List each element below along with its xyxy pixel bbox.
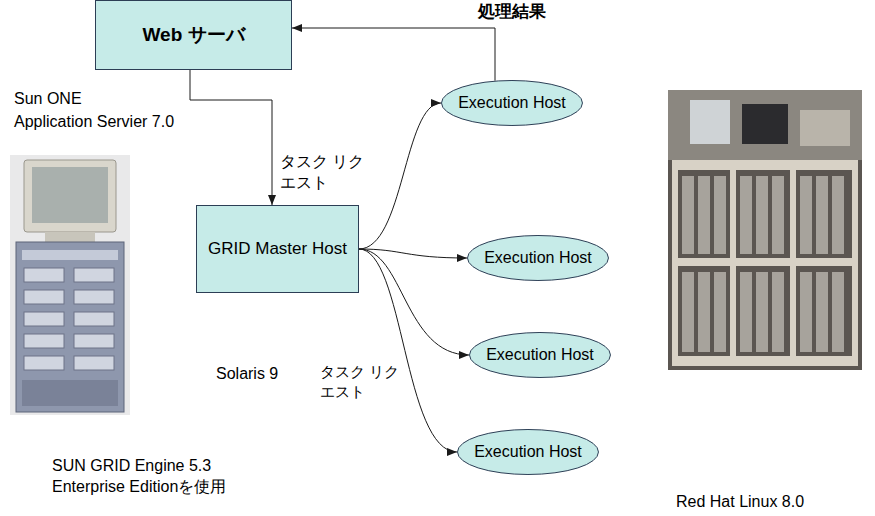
arrow-connector bbox=[359, 249, 469, 355]
node-text: Execution Host bbox=[486, 346, 594, 364]
arrow-connector bbox=[359, 249, 467, 258]
node-text: Execution Host bbox=[458, 94, 566, 112]
host-ellipse: Execution Host bbox=[469, 332, 611, 378]
note-label: Red Hat Linux 8.0 bbox=[676, 492, 804, 513]
node-text: Execution Host bbox=[484, 249, 592, 267]
arrow-connector bbox=[190, 70, 272, 205]
process-box: Web サーバ bbox=[95, 0, 292, 70]
host-ellipse: Execution Host bbox=[467, 235, 609, 281]
arrow-connector bbox=[359, 103, 441, 249]
arrow-connector bbox=[292, 28, 495, 81]
host-ellipse: Execution Host bbox=[441, 80, 583, 126]
note-label: SUN GRID Engine 5.3 Enterprise Editionを使… bbox=[52, 456, 267, 498]
process-box: GRID Master Host bbox=[196, 205, 359, 293]
edge-label: 処理結果 bbox=[476, 1, 548, 23]
edge-label: タスク リクエスト bbox=[318, 362, 404, 401]
edge-label: タスク リクエスト bbox=[278, 152, 368, 194]
arrow-connector bbox=[359, 249, 457, 452]
node-text: GRID Master Host bbox=[208, 239, 347, 259]
note-label: Solaris 9 bbox=[216, 364, 278, 385]
node-text: Web サーバ bbox=[142, 22, 244, 48]
note-label: Application Servier 7.0 bbox=[14, 112, 174, 133]
host-ellipse: Execution Host bbox=[457, 429, 599, 475]
note-label: Sun ONE bbox=[14, 89, 82, 110]
node-text: Execution Host bbox=[474, 443, 582, 461]
